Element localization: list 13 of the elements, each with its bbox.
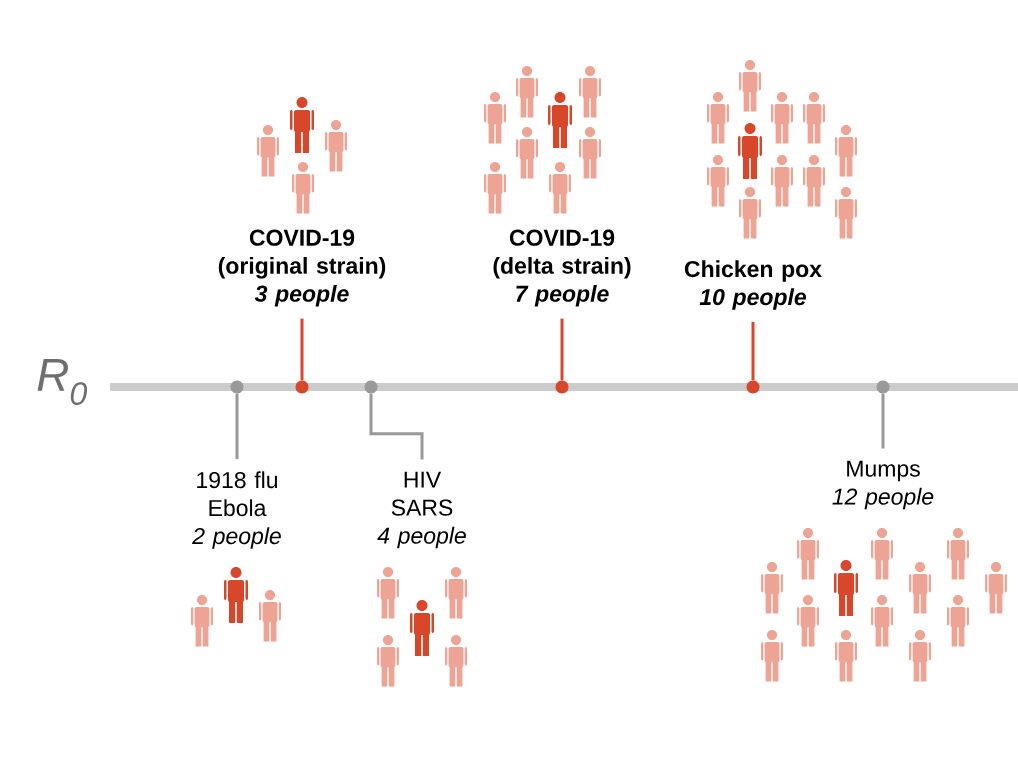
leader-line <box>235 393 239 460</box>
disease-label: 1918 flu Ebola 2 people <box>192 471 281 549</box>
disease-label: HIV SARS 4 people <box>377 471 466 549</box>
leader-line <box>881 393 885 449</box>
disease-label: COVID-19 (delta strain) 7 people <box>493 229 631 307</box>
disease-label: COVID-19 (original strain) 3 people <box>218 229 386 307</box>
axis-label: R$_{0}$ <box>37 359 88 405</box>
leader-line <box>369 393 424 460</box>
disease-label: Chicken pox 10 people <box>684 260 822 310</box>
leader-line <box>751 321 755 381</box>
leader-line <box>560 318 564 381</box>
leader-line <box>300 318 304 381</box>
disease-label: Mumps 12 people <box>832 460 934 510</box>
